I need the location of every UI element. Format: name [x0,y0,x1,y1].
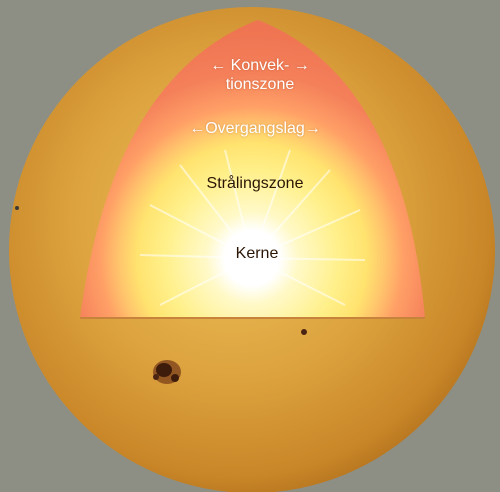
core-label: Kerne [235,245,279,262]
convection-zone-label: ← Konvek- → tionszone [195,56,325,94]
dust-speck [15,206,19,210]
transition-layer-label: ←Overgangslag→ [189,120,321,137]
small-sunspot [301,329,307,335]
convection-label-line2: tionszone [225,76,295,93]
sunspot-group [153,360,181,384]
radiative-zone-label: Strålingszone [206,175,304,192]
convection-label-line1: ← Konvek- → [210,57,310,74]
radiation-rays [139,149,366,306]
